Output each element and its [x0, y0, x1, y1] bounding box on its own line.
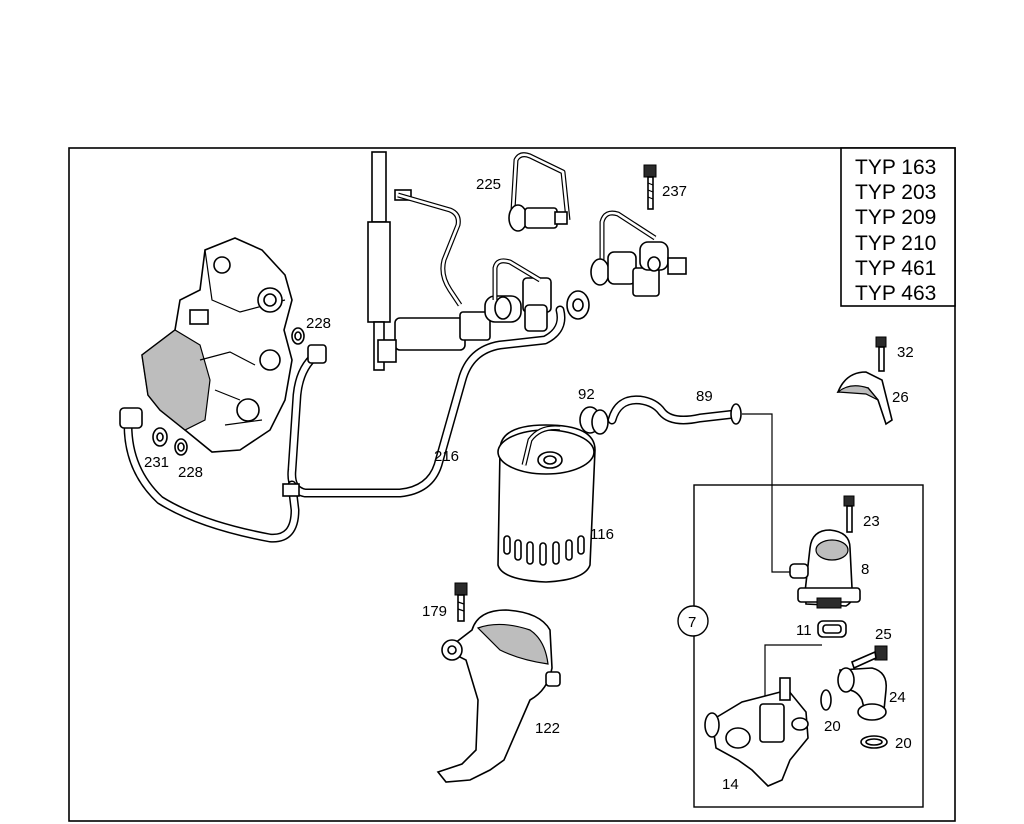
svg-text:7: 7 — [688, 614, 696, 631]
type-item: TYP 203 — [855, 181, 936, 204]
label-25: 25 — [875, 626, 892, 643]
bolt-179 — [454, 582, 468, 622]
injector-assembly — [367, 151, 590, 371]
bracket-26 — [836, 371, 893, 426]
label-231: 231 — [144, 454, 169, 471]
label-237: 237 — [662, 183, 687, 200]
label-116: 116 — [590, 526, 614, 543]
valve-housing-8 — [789, 529, 861, 609]
label-20: 20 — [824, 718, 841, 735]
bolt-237 — [643, 164, 657, 210]
label-11: 11 — [796, 622, 812, 639]
o-rings-20 — [820, 689, 888, 749]
bolt-23 — [843, 495, 855, 533]
type-item: TYP 461 — [855, 257, 936, 280]
label-179: 179 — [422, 603, 447, 620]
injection-pump — [141, 237, 293, 453]
label-32: 32 — [897, 344, 914, 361]
label-20: 20 — [895, 735, 912, 752]
label-14: 14 — [722, 776, 739, 793]
label-24: 24 — [889, 689, 906, 706]
type-item: TYP 463 — [855, 282, 936, 305]
seal-rings — [119, 327, 327, 456]
pipe-fitting-24 — [837, 667, 888, 721]
gasket-11 — [817, 620, 847, 638]
pressure-regulator — [590, 210, 687, 297]
label-23: 23 — [863, 513, 880, 530]
bolt-25 — [851, 645, 888, 670]
filter-ribs — [503, 535, 585, 566]
filter-bracket-122 — [436, 609, 561, 783]
hose-89-and-clamp-92 — [579, 395, 790, 573]
detail-inset-box — [693, 484, 924, 808]
pressure-valve-225 — [508, 152, 571, 232]
label-92: 92 — [578, 386, 595, 403]
bolt-32 — [875, 336, 887, 372]
label-228: 228 — [178, 464, 203, 481]
diagram-frame — [68, 147, 956, 822]
label-26: 26 — [892, 389, 909, 406]
label-122: 122 — [535, 720, 560, 737]
type-item: TYP 210 — [855, 232, 936, 255]
label-89: 89 — [696, 388, 713, 405]
fuel-filter-116 — [497, 424, 596, 583]
label-228: 228 — [306, 315, 331, 332]
type-item: TYP 163 — [855, 156, 936, 179]
detail-callout: 7 — [677, 605, 709, 637]
label-8: 8 — [861, 561, 869, 578]
part-labels: 225 237 228 231 228 216 92 89 116 32 26 … — [144, 176, 914, 793]
type-item: TYP 209 — [855, 206, 936, 229]
type-list-box: TYP 163 TYP 203 TYP 209 TYP 210 TYP 461 … — [840, 147, 956, 307]
fuel-line-216 — [123, 305, 566, 543]
label-225: 225 — [476, 176, 501, 193]
thermostat-housing-14 — [704, 644, 822, 787]
label-216: 216 — [434, 448, 459, 465]
